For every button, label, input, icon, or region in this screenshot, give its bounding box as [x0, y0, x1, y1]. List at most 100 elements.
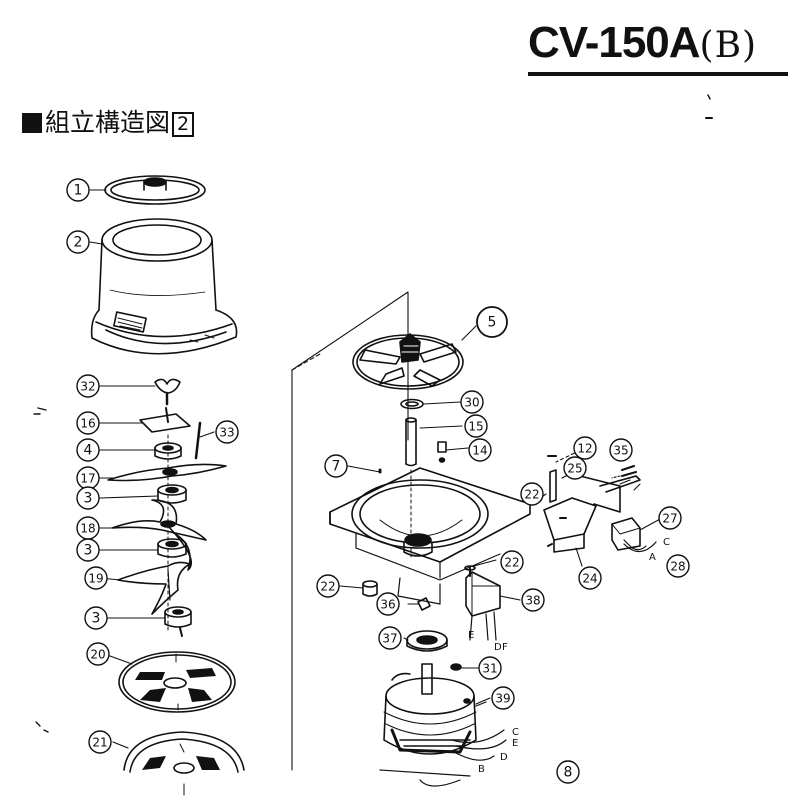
callout-label: 15: [468, 420, 483, 434]
callout-label: 5: [488, 315, 497, 331]
callout-label: 38: [525, 594, 540, 608]
callout-circle: [215, 420, 239, 444]
callout-c17: 17: [76, 466, 100, 490]
callout-c20: 20: [86, 642, 110, 666]
leader-lines-left: [89, 189, 215, 749]
callout-circle: [84, 566, 108, 590]
callout-label: 33: [219, 426, 234, 440]
part-disc-lower: [123, 731, 245, 796]
callout-label: 27: [662, 512, 677, 526]
callout-c2: 2: [66, 230, 90, 254]
callout-label: 16: [80, 417, 95, 431]
callout-circle: [460, 390, 484, 414]
part-wing-nut: [154, 378, 181, 406]
callout-label: 3: [84, 491, 93, 507]
part-switch: [611, 517, 657, 553]
callout-c14: 14: [468, 438, 492, 462]
callout-circle: [521, 588, 545, 612]
part-blade-lower: [117, 561, 191, 615]
callout-c12: 12: [573, 436, 597, 460]
part-foot: [362, 580, 378, 597]
callout-circle: [666, 554, 690, 578]
callout-label: 22: [504, 556, 519, 570]
callout-circle: [88, 730, 112, 754]
callout-label: 39: [495, 692, 510, 706]
part-bearing: [406, 630, 448, 652]
wire-label-wB: B: [478, 764, 485, 775]
callout-c1: 1: [66, 178, 90, 202]
callout-c28: 28: [666, 554, 690, 578]
part-switch-bracket: [543, 455, 641, 553]
callout-circle: [520, 482, 544, 506]
callout-c38: 38: [521, 588, 545, 612]
callout-label: 18: [80, 522, 95, 536]
callout-c5: 5: [476, 306, 508, 338]
part-chute-outline: [291, 291, 409, 771]
part-motor: [379, 663, 507, 787]
callout-circle: [476, 306, 508, 338]
part-blade-upper: [107, 463, 227, 482]
part-washer: [400, 398, 424, 410]
callout-label: 22: [320, 580, 335, 594]
part-plate: [139, 407, 191, 433]
callout-circle: [86, 642, 110, 666]
callout-label: 2: [74, 235, 83, 251]
callout-circle: [491, 686, 515, 710]
callout-circle: [76, 486, 100, 510]
model-suffix: (B): [699, 25, 758, 66]
callout-label: 12: [577, 442, 592, 456]
callout-label: 1: [74, 183, 83, 199]
wire-label-wD2: D: [500, 752, 508, 763]
callout-c22a: 22: [520, 482, 544, 506]
callout-label: 3: [84, 543, 93, 559]
callout-label: 35: [613, 444, 628, 458]
wire-label-wE1: E: [468, 630, 474, 641]
callout-circle: [84, 606, 108, 630]
callout-c31: 31: [478, 656, 502, 680]
callout-label: 24: [582, 572, 597, 586]
model-code: CV-150A: [528, 18, 701, 67]
callout-circle: [316, 574, 340, 598]
callout-circle: [478, 656, 502, 680]
wire-label-wA: A: [649, 552, 656, 563]
callout-label: 22: [524, 488, 539, 502]
callout-c22c: 22: [316, 574, 340, 598]
title-text: 組立構造図: [45, 108, 171, 137]
part-coupling: [417, 597, 431, 611]
callout-circle: [468, 438, 492, 462]
callout-circle: [76, 538, 100, 562]
callout-label: 7: [332, 459, 341, 475]
callout-circle: [563, 456, 587, 480]
callout-label: 37: [382, 632, 397, 646]
callout-c18: 18: [76, 516, 100, 540]
callout-label: 31: [482, 662, 497, 676]
callout-c7: 7: [324, 454, 348, 478]
callout-c32: 32: [76, 374, 100, 398]
callout-c37: 37: [378, 626, 402, 650]
callout-label: 19: [88, 572, 103, 586]
callout-label: 36: [380, 598, 395, 612]
callout-circle: [573, 436, 597, 460]
scan-marks: [33, 94, 713, 733]
callout-label: 8: [564, 765, 573, 781]
title-square-icon: [22, 113, 42, 133]
wire-label-wC: C: [663, 537, 670, 548]
part-nut-small: [450, 663, 462, 671]
leader-lines-right: [339, 325, 663, 705]
callout-c3b: 3: [76, 538, 100, 562]
callout-c8: 8: [556, 760, 580, 784]
callout-label: 4: [84, 443, 93, 459]
callout-label: 30: [464, 396, 479, 410]
part-hub: [154, 442, 182, 460]
callout-c35: 35: [609, 438, 633, 462]
part-base-housing: [329, 467, 531, 605]
callout-c19: 19: [84, 566, 108, 590]
callout-c30: 30: [460, 390, 484, 414]
callout-circle: [578, 566, 602, 590]
callout-label: 21: [92, 736, 107, 750]
callout-c36: 36: [376, 592, 400, 616]
part-spacer-3: [164, 606, 192, 637]
